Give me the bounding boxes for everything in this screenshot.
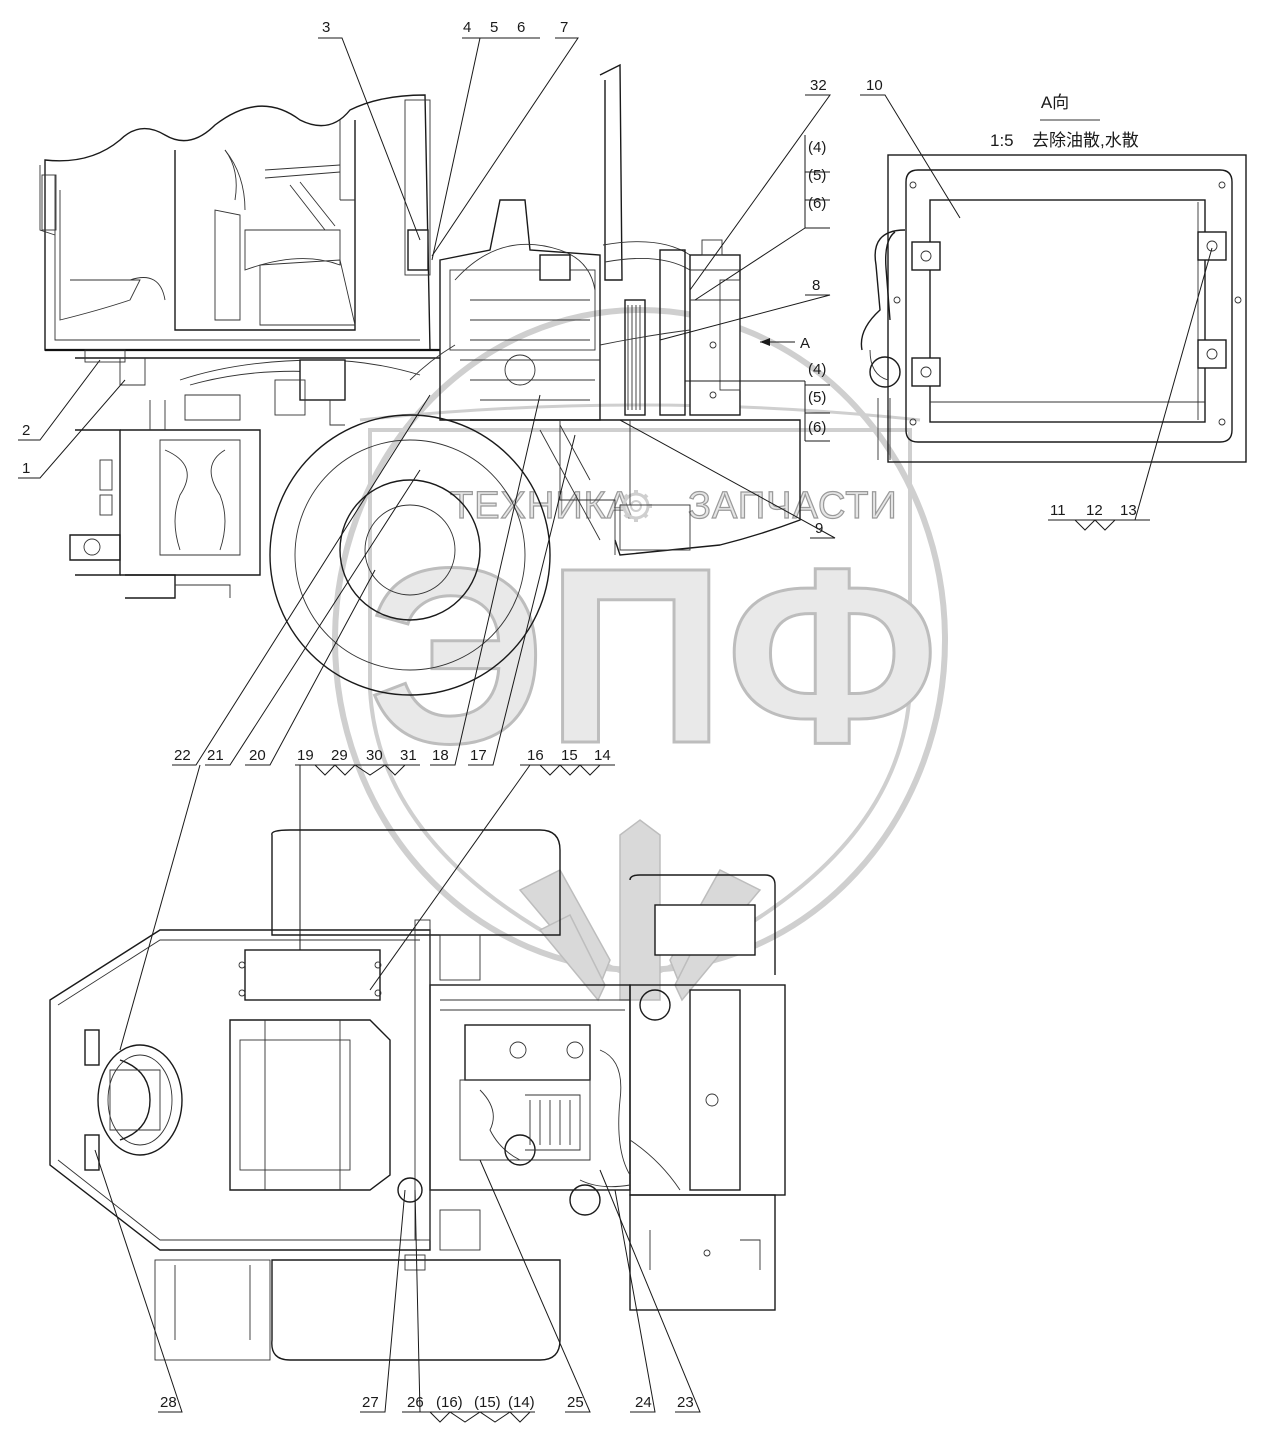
watermark: ТЕХНИКА ЗАПЧАСТИ ЭПФ xyxy=(332,307,948,1002)
watermark-right-word: ЗАПЧАСТИ xyxy=(688,485,898,527)
callout-28: 28 xyxy=(160,1394,177,1411)
view-a-label: A向 1:5 去除油散,水散 xyxy=(990,93,1139,150)
callout-15: 15 xyxy=(561,747,578,764)
callout-32: 32 xyxy=(810,77,827,94)
callout-20: 20 xyxy=(249,747,266,764)
callout-p16: (16) xyxy=(436,1394,463,1411)
callout-30: 30 xyxy=(366,747,383,764)
direction-arrow-label: A xyxy=(800,335,810,352)
callout-31: 31 xyxy=(400,747,417,764)
callout-p4b: (4) xyxy=(808,361,826,378)
callout-p6b: (6) xyxy=(808,419,826,436)
watermark-brand: ЭПФ xyxy=(368,516,939,795)
view-a-note: 去除油散,水散 xyxy=(1032,131,1139,150)
callout-29: 29 xyxy=(331,747,348,764)
callout-p5b: (5) xyxy=(808,389,826,406)
callout-8: 8 xyxy=(812,277,820,294)
callout-11: 11 xyxy=(1050,502,1066,519)
callout-p14: (14) xyxy=(508,1394,535,1411)
callout-18: 18 xyxy=(432,747,449,764)
plan-view xyxy=(49,829,786,1361)
callout-3: 3 xyxy=(322,19,330,36)
callout-p6a: (6) xyxy=(808,195,826,212)
callout-4: 4 xyxy=(463,19,471,36)
callout-16: 16 xyxy=(527,747,544,764)
callout-23: 23 xyxy=(677,1394,694,1411)
callout-7: 7 xyxy=(560,19,568,36)
callout-10: 10 xyxy=(866,77,883,94)
callout-26: 26 xyxy=(407,1394,424,1411)
view-a xyxy=(860,119,1247,463)
callout-24: 24 xyxy=(635,1394,652,1411)
callout-p4a: (4) xyxy=(808,139,826,156)
direction-arrow: A xyxy=(760,335,810,352)
callout-21: 21 xyxy=(207,747,224,764)
callout-9: 9 xyxy=(815,520,823,537)
view-a-scale: 1:5 xyxy=(990,131,1014,150)
side-view xyxy=(39,63,801,696)
callout-25: 25 xyxy=(567,1394,584,1411)
callout-p15: (15) xyxy=(474,1394,501,1411)
callout-17: 17 xyxy=(470,747,487,764)
callout-13: 13 xyxy=(1120,502,1137,519)
callout-1: 1 xyxy=(22,460,30,477)
gear-icon xyxy=(620,490,652,522)
watermark-left-word: ТЕХНИКА xyxy=(450,485,633,527)
callout-14: 14 xyxy=(594,747,611,764)
callout-leaders xyxy=(18,37,1213,1423)
callout-12: 12 xyxy=(1086,502,1103,519)
view-a-title: A向 xyxy=(1041,93,1069,112)
callouts: 3 4 5 6 7 32 10 (4) (5) (6) 8 (4) (5) (6… xyxy=(22,19,1137,1411)
callout-2: 2 xyxy=(22,422,30,439)
callout-22: 22 xyxy=(174,747,191,764)
callout-27: 27 xyxy=(362,1394,379,1411)
callout-p5a: (5) xyxy=(808,167,826,184)
callout-19: 19 xyxy=(297,747,314,764)
callout-6: 6 xyxy=(517,19,525,36)
callout-5: 5 xyxy=(490,19,498,36)
